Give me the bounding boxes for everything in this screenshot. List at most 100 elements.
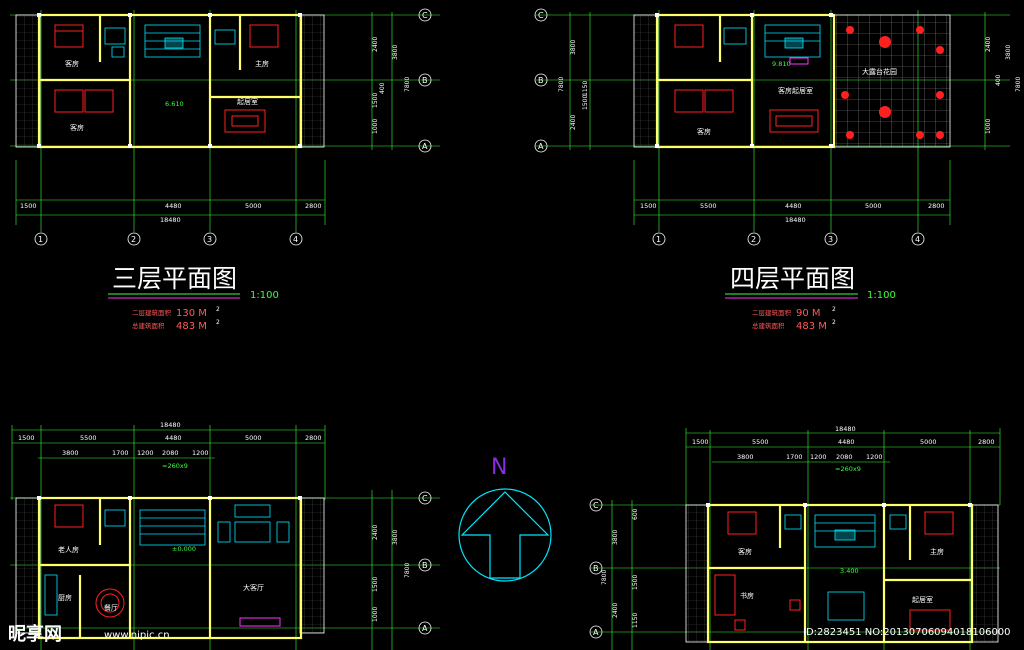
dimension-label: 1200 [810, 453, 827, 461]
axis-number: 4 [293, 235, 298, 244]
room-label: 客房 [65, 59, 79, 68]
dimension-label: 3800 [62, 449, 79, 457]
dimension-label: 4480 [838, 438, 855, 446]
first-floor-plan: 老人房 厨房 餐厅 大客厅 ±0.000 18480 1500 5500 448… [10, 421, 440, 650]
dimension-label: 4480 [165, 434, 182, 442]
stair-note: =260x9 [162, 462, 188, 470]
dimension-label: 7800 [558, 77, 565, 92]
dimension-label: 2080 [836, 453, 853, 461]
dimension-label: 600 [632, 508, 639, 520]
axis-letter: C [538, 11, 544, 20]
dimension-label: 1700 [786, 453, 803, 461]
watermark: 昵享网 www.nipic.cn ID:2823451 NO:201307060… [8, 623, 1011, 645]
area-value: 90 M [796, 308, 821, 319]
axis-number: 4 [915, 235, 920, 244]
dimension-label: 5000 [245, 434, 262, 442]
level-mark: 6.610 [165, 100, 184, 108]
area-value: 130 M [176, 308, 207, 319]
dimension-label: 1500 [640, 202, 657, 210]
dimension-label: 1500 [18, 434, 35, 442]
dimension-label: 1500 [632, 575, 639, 590]
superscript: 2 [832, 319, 836, 326]
room-label: 起居室 [912, 595, 933, 604]
dimension-label: 2400 [985, 37, 992, 52]
dimension-label: 1500 [20, 202, 37, 210]
axis-number: 1 [656, 235, 661, 244]
dimension-label: 5000 [865, 202, 882, 210]
dimension-label: 2080 [162, 449, 179, 457]
dimension-label: 3800 [392, 530, 399, 545]
area-label: 总建筑面积 [752, 321, 785, 330]
total-dimension: 18480 [835, 425, 856, 433]
axis-number: 2 [131, 235, 136, 244]
superscript: 2 [832, 306, 836, 313]
dimension-label: 1200 [866, 453, 883, 461]
room-label: 大客厅 [243, 583, 264, 592]
dimension-label: 400 [995, 74, 1002, 86]
watermark-logo: 昵享网 [8, 623, 62, 645]
axis-letter: B [538, 76, 544, 85]
dimension-label: 7800 [404, 563, 411, 578]
dimension-label: 400 [379, 82, 386, 94]
room-label: 餐厅 [104, 603, 118, 612]
dimension-label: 1000 [985, 119, 992, 134]
room-label: 厨房 [58, 593, 72, 602]
dimension-label: 3800 [570, 40, 577, 55]
fourth-floor-plan: 客房 客房起居室 大露台花园 9.810 1500 5500 4480 5000… [534, 8, 1022, 332]
total-dimension: 18480 [160, 421, 181, 429]
superscript: 2 [216, 319, 220, 326]
second-floor-plan: 客房 书房 主房 起居室 3.400 18480 1500 5500 4480 … [589, 425, 1001, 650]
level-mark: ±0.000 [172, 545, 196, 553]
dimension-label: 5000 [920, 438, 937, 446]
axis-letter: A [422, 624, 428, 633]
dimension-label: 4480 [165, 202, 182, 210]
superscript: 2 [216, 306, 220, 313]
north-arrow: N [458, 455, 552, 582]
dimension-label: 2800 [305, 434, 322, 442]
dimension-label: 7800 [1015, 77, 1022, 92]
total-dimension: 18480 [785, 216, 806, 224]
dimension-label: 2800 [305, 202, 322, 210]
axis-letter: A [538, 142, 544, 151]
dimension-label: 4480 [785, 202, 802, 210]
third-floor-plan: 客房 客房 主房 起居室 6.610 1500 4480 5000 2800 1… [10, 8, 440, 332]
axis-letter: B [422, 561, 428, 570]
room-label: 客房 [738, 547, 752, 556]
dimension-label: 1150 [582, 81, 589, 96]
dimension-label: 5500 [752, 438, 769, 446]
north-label: N [491, 455, 507, 480]
dimension-label: 1200 [192, 449, 209, 457]
room-label: 起居室 [237, 97, 258, 106]
dimension-label: 5500 [80, 434, 97, 442]
dimension-label: 3800 [392, 45, 399, 60]
room-label: 客房起居室 [778, 86, 813, 95]
axis-letter: C [593, 501, 599, 510]
area-value: 483 M [796, 321, 827, 332]
plan-scale: 1:100 [250, 290, 279, 301]
dimension-label: 2800 [978, 438, 995, 446]
dimension-label: 2400 [612, 603, 619, 618]
level-mark: 9.810 [772, 60, 791, 68]
dimension-label: 1150 [632, 613, 639, 628]
dimension-label: 1500 [582, 95, 589, 110]
dimension-label: 1000 [372, 607, 379, 622]
dimension-label: 7800 [601, 570, 608, 585]
dimension-label: 3800 [612, 530, 619, 545]
dimension-label: 5500 [700, 202, 717, 210]
area-label: 总建筑面积 [132, 321, 165, 330]
dimension-label: 3800 [1005, 45, 1012, 60]
axis-letter: B [593, 564, 599, 573]
axis-number: 3 [207, 235, 212, 244]
room-label: 大露台花园 [862, 67, 897, 76]
axis-letter: A [593, 628, 599, 637]
watermark-id: ID:2823451 NO:20130706094018106000 [803, 627, 1011, 638]
axis-letter: C [422, 494, 428, 503]
area-label: 二层建筑面积 [752, 308, 792, 317]
axis-letter: B [422, 76, 428, 85]
room-label: 客房 [70, 123, 84, 132]
plan-title: 四层平面图 [730, 264, 855, 293]
room-label: 老人房 [58, 545, 79, 554]
dimension-label: 1500 [372, 577, 379, 592]
dimension-label: 2400 [372, 37, 379, 52]
